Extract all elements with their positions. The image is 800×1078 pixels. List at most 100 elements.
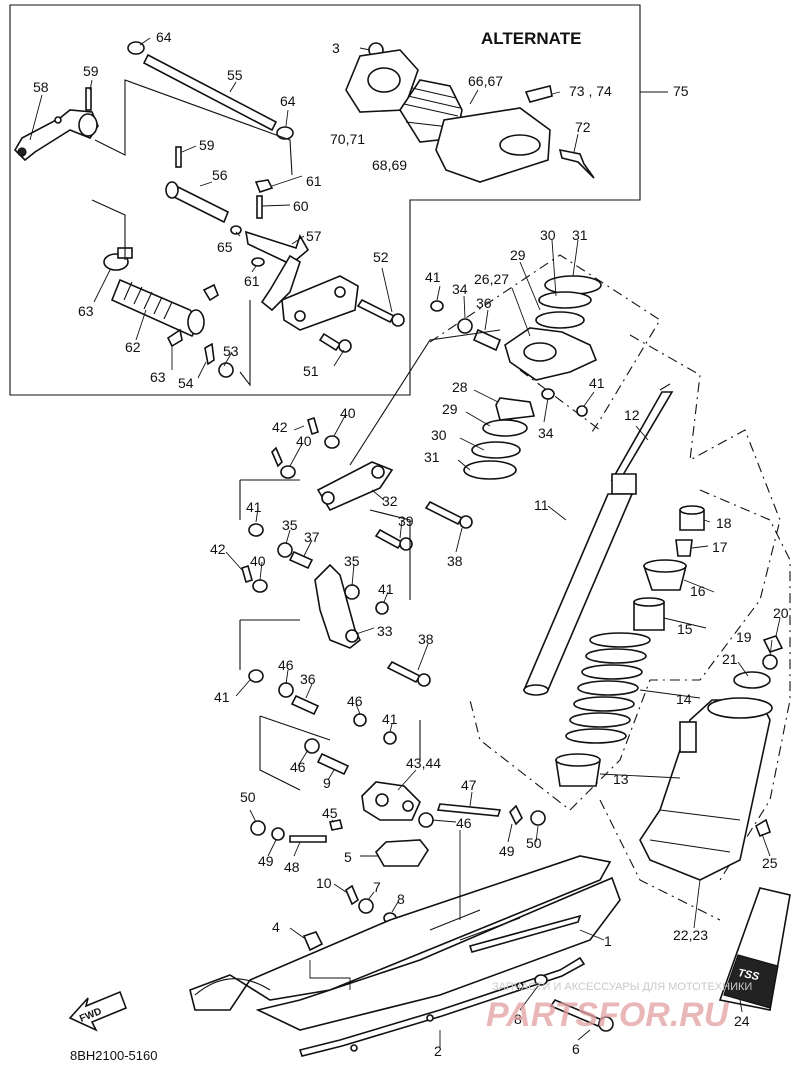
callout-14: 14	[676, 691, 692, 707]
callout-8a: 8	[397, 891, 405, 907]
bushing-41a	[430, 300, 444, 312]
shaft-group-frame	[469, 334, 781, 811]
callout-20: 20	[773, 605, 789, 621]
ski-1	[189, 855, 621, 1031]
tss-label: TSS	[737, 967, 761, 983]
boot-62	[110, 278, 205, 338]
callout-34a: 34	[452, 281, 468, 297]
callout-30b: 30	[431, 427, 447, 443]
callout-31a: 31	[572, 227, 588, 243]
bushing-46c	[304, 738, 320, 754]
link-plate	[281, 275, 359, 331]
callout-37: 37	[304, 529, 320, 545]
callout-63a: 63	[78, 303, 94, 319]
bracket-26-27	[504, 327, 598, 381]
callout-47: 47	[461, 777, 477, 793]
pin-42-top	[307, 416, 319, 436]
link-leader	[349, 329, 501, 466]
nut-61b	[251, 257, 265, 267]
callout-34b: 34	[538, 425, 554, 441]
nut-7	[358, 898, 374, 914]
callout-62: 62	[125, 339, 141, 355]
steering-arm-58	[13, 109, 99, 162]
ski-bolt-rod	[468, 914, 582, 953]
arm-frame	[239, 619, 421, 760]
callout-12: 12	[624, 407, 640, 423]
bushing-frame	[259, 715, 331, 791]
bushing-41b	[576, 405, 588, 417]
callout-73-74: 73 , 74	[569, 83, 612, 99]
callout-31b: 31	[424, 449, 440, 465]
clip-63b	[202, 283, 219, 302]
bolt-51	[318, 332, 352, 353]
collar-37	[288, 550, 314, 570]
callout-53: 53	[223, 343, 239, 359]
arm-33	[314, 563, 362, 649]
callout-25: 25	[762, 855, 778, 871]
clamp-63a	[103, 247, 133, 271]
pin-60	[256, 195, 263, 219]
callout-46b: 46	[347, 693, 363, 709]
callout-18: 18	[716, 515, 732, 531]
callout-29a: 29	[510, 247, 526, 263]
callout-35a: 35	[282, 517, 298, 533]
strut-shaft-12	[522, 391, 674, 696]
callout-64b: 64	[280, 93, 296, 109]
washer-64b	[276, 126, 294, 140]
callout-11: 11	[534, 497, 549, 513]
washer-8b	[534, 974, 548, 986]
callout-70-71: 70,71	[330, 131, 365, 147]
callout-40b: 40	[296, 433, 312, 449]
bushing-34b	[541, 388, 555, 400]
washer-49b	[509, 804, 523, 826]
bolt-52	[356, 298, 405, 327]
callout-22-23: 22,23	[673, 927, 708, 943]
damper-5	[375, 839, 429, 867]
callout-5: 5	[344, 849, 352, 865]
alternate-label: ALTERNATE	[481, 29, 581, 48]
callout-labels: 64 59 58 55 64 59 56 61 60 65 57 61 63 6…	[33, 29, 789, 1059]
callout-16: 16	[690, 583, 706, 599]
callout-6: 6	[572, 1041, 580, 1057]
callout-61a: 61	[306, 173, 322, 189]
callout-46a: 46	[278, 657, 294, 673]
callout-64a: 64	[156, 29, 172, 45]
callout-41d: 41	[378, 581, 394, 597]
pin-10	[345, 884, 359, 906]
bolt-38a	[424, 500, 473, 529]
callout-30a: 30	[540, 227, 556, 243]
watermark-tagline: ЗАПЧАСТИ И АКСЕССУАРЫ ДЛЯ МОТОТЕХНИКИ	[492, 981, 752, 993]
callout-38a: 38	[447, 553, 463, 569]
bolt-38b	[386, 660, 431, 687]
bumper-15	[633, 597, 665, 631]
bushing-46a	[278, 682, 294, 698]
callout-42a: 42	[272, 419, 288, 435]
callout-43-44: 43,44	[406, 755, 441, 771]
callout-55: 55	[227, 67, 243, 83]
top-assembly-frame	[9, 4, 641, 396]
callout-54: 54	[178, 375, 194, 391]
oring-65	[230, 225, 242, 235]
shock-body-22-23	[639, 697, 773, 881]
bolt-48	[289, 835, 327, 843]
callout-42b: 42	[210, 541, 226, 557]
callout-36b: 36	[300, 671, 316, 687]
callout-1: 1	[604, 933, 612, 949]
callout-35b: 35	[344, 553, 360, 569]
washer-49a	[271, 827, 285, 841]
callout-17: 17	[712, 539, 728, 555]
bushing-34a	[457, 318, 473, 334]
collar-9	[316, 752, 350, 776]
fitting-72	[558, 148, 595, 179]
callout-68-69: 68,69	[372, 157, 407, 173]
callout-2: 2	[434, 1043, 442, 1059]
callout-26-27: 26,27	[474, 271, 509, 287]
nut-4	[302, 931, 324, 952]
callout-46d: 46	[456, 815, 472, 831]
nut-61a	[254, 179, 274, 193]
bushing-46d	[418, 812, 434, 828]
bushing-41d	[375, 601, 389, 615]
callout-40c: 40	[250, 553, 266, 569]
link-frame	[239, 479, 411, 600]
